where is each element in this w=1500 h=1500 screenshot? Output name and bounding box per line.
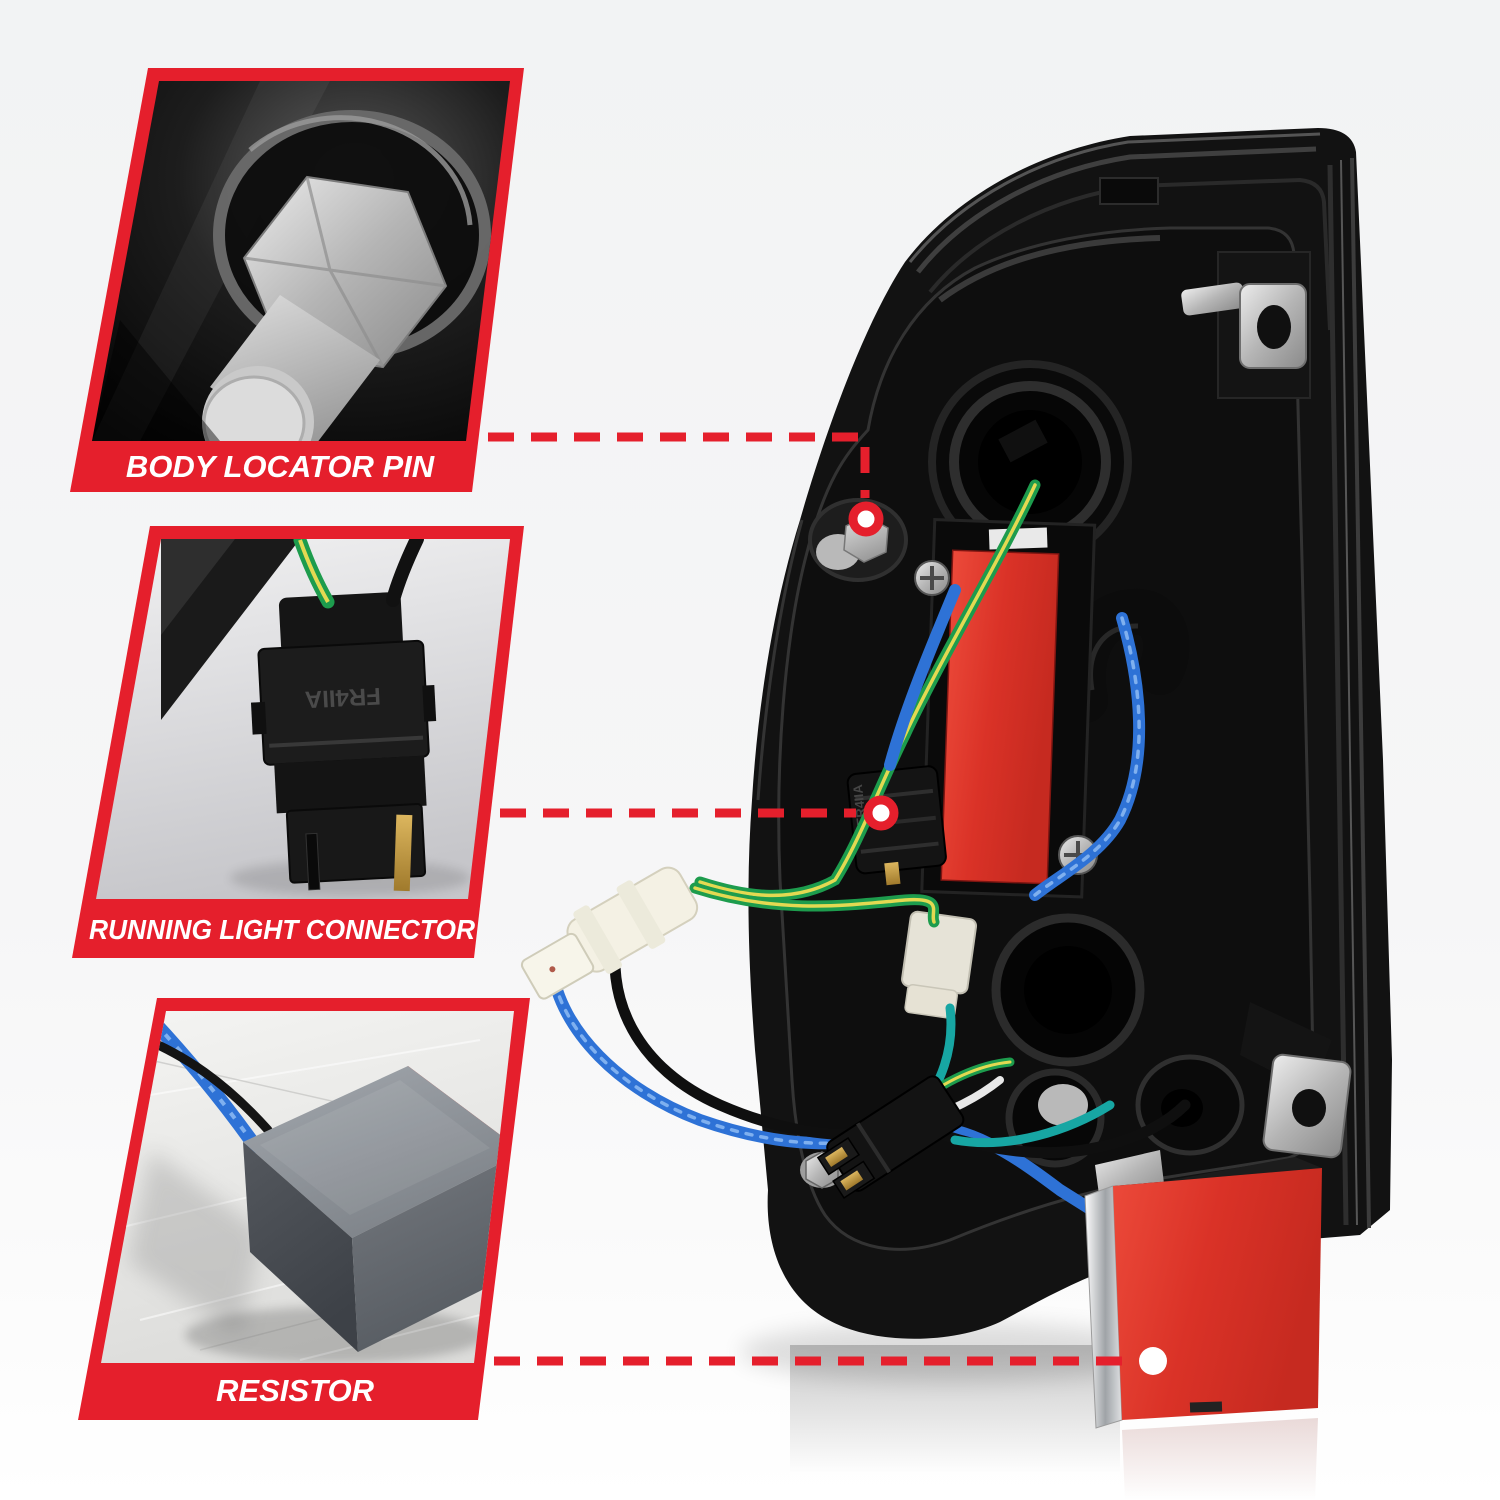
blue-wire <box>884 584 961 771</box>
callout-photo-resistor <box>101 1011 514 1363</box>
right-ridge-2 <box>1350 157 1371 1229</box>
chrome-pin <box>1181 282 1245 316</box>
mounting-clip-top <box>1181 251 1311 399</box>
callout-photo-running-light-connector: FR4IIA <box>96 539 510 899</box>
resistor-tape-face <box>1113 1168 1322 1420</box>
mounting-clip-bottom <box>1240 1002 1352 1159</box>
callout-label-resistor: RESISTOR <box>216 1373 375 1408</box>
bullet-connector <box>520 866 699 1000</box>
right-ridge-1 <box>1327 164 1349 1226</box>
callout-resistor: RESISTOR <box>78 998 530 1420</box>
yellow-stripe <box>698 483 1037 898</box>
top-rim-line <box>916 146 1317 274</box>
leader-lines <box>488 432 1132 1366</box>
connector-pin <box>884 861 901 886</box>
connector-molded-text-inset: FR4IIA <box>304 682 381 713</box>
left-edge-highlight <box>756 519 804 801</box>
housing-reflection <box>790 1345 1120 1475</box>
resistor-reflection <box>1122 1418 1318 1500</box>
right-ridge-highlight <box>1340 159 1358 1226</box>
four-pin-connector <box>816 1075 965 1199</box>
top-edge-highlight <box>908 132 1321 263</box>
target-dot-running-light-connector <box>863 795 899 831</box>
callout-label-running-light-connector: RUNNING LIGHT CONNECTOR <box>89 914 476 945</box>
callout-photo-body-locator-pin <box>92 81 510 441</box>
callout-body-locator-pin: BODY LOCATOR PIN <box>70 68 524 492</box>
adhesive-tape <box>940 549 1060 885</box>
tail-light-rear-photo: FR4IIA <box>520 128 1392 1500</box>
callout-label-body-locator-pin: BODY LOCATOR PIN <box>126 449 435 484</box>
top-clip-tab <box>1099 177 1159 205</box>
target-dot-resistor <box>1139 1347 1167 1375</box>
target-dot-body-locator-pin <box>848 501 884 537</box>
phillips-screw-top <box>914 560 950 596</box>
callout-running-light-connector: FR4IIA RUNNING LIGHT CONNECTOR <box>72 526 524 958</box>
panel-sheen <box>938 235 1161 303</box>
white-connector-on-housing <box>901 910 978 1019</box>
middle-bulb-socket <box>991 913 1145 1067</box>
